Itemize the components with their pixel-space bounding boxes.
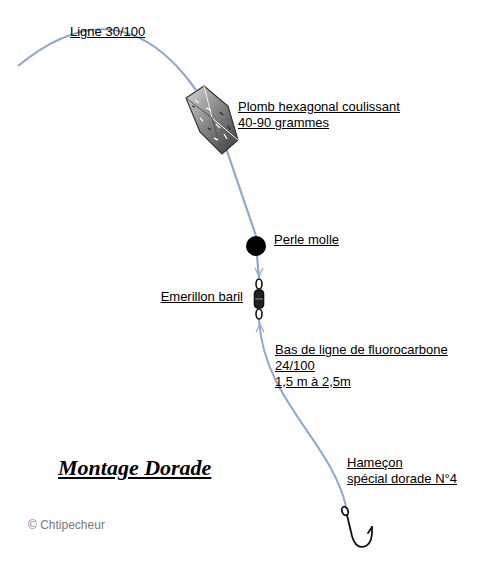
watermark: © Chtipecheur — [28, 518, 105, 533]
line-label: Ligne 30/100 — [70, 24, 145, 39]
knot-mark — [255, 268, 263, 276]
part-label: 1,5 m à 2,5m — [275, 374, 351, 389]
part-label: spécial dorade N°4 — [347, 471, 457, 486]
part-label: Bas de ligne de fluorocarbone — [275, 342, 448, 357]
soft-bead — [246, 236, 266, 256]
part-label: 40-90 grammes — [238, 115, 329, 130]
part-label: 24/100 — [275, 358, 315, 373]
part-label: Emerillon baril — [161, 289, 243, 304]
diagram-title: Montage Dorade — [58, 455, 211, 481]
barrel-swivel — [255, 279, 264, 319]
hook — [341, 506, 372, 547]
hexagonal-sinker — [186, 86, 238, 154]
part-label: Perle molle — [274, 232, 339, 247]
part-label: Plomb hexagonal coulissant — [238, 99, 400, 114]
part-label: Hameçon — [347, 455, 403, 470]
main-line — [226, 148, 256, 236]
